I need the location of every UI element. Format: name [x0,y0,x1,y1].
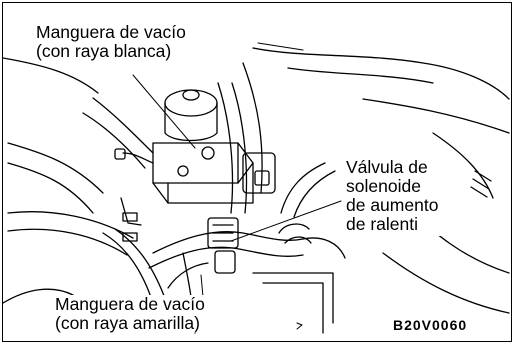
hoses [7,62,346,334]
label-idle-up-solenoid-valve: Válvula de solenoide de aumento de ralen… [343,156,442,236]
label-line: de aumento [346,195,439,215]
label-vacuum-hose-yellow-stripe: Manguera de vacío (con raya amarilla) [53,295,207,333]
engine-bay-diagram: Manguera de vacío (con raya blanca) Válv… [2,2,512,342]
label-line: solenoide [346,176,421,196]
figure-code: B20V0060 [393,317,468,333]
leader-lines [132,42,342,330]
label-line: Manguera de vacío [36,22,186,42]
label-vacuum-hose-white-stripe: Manguera de vacío (con raya blanca) [34,23,188,61]
label-line: (con raya amarilla) [55,313,200,333]
solenoid-assembly [114,89,312,289]
label-line: Válvula de [346,157,428,177]
label-line: de ralenti [346,214,418,234]
label-line: (con raya blanca) [36,41,172,61]
label-line: Manguera de vacío [55,294,205,314]
